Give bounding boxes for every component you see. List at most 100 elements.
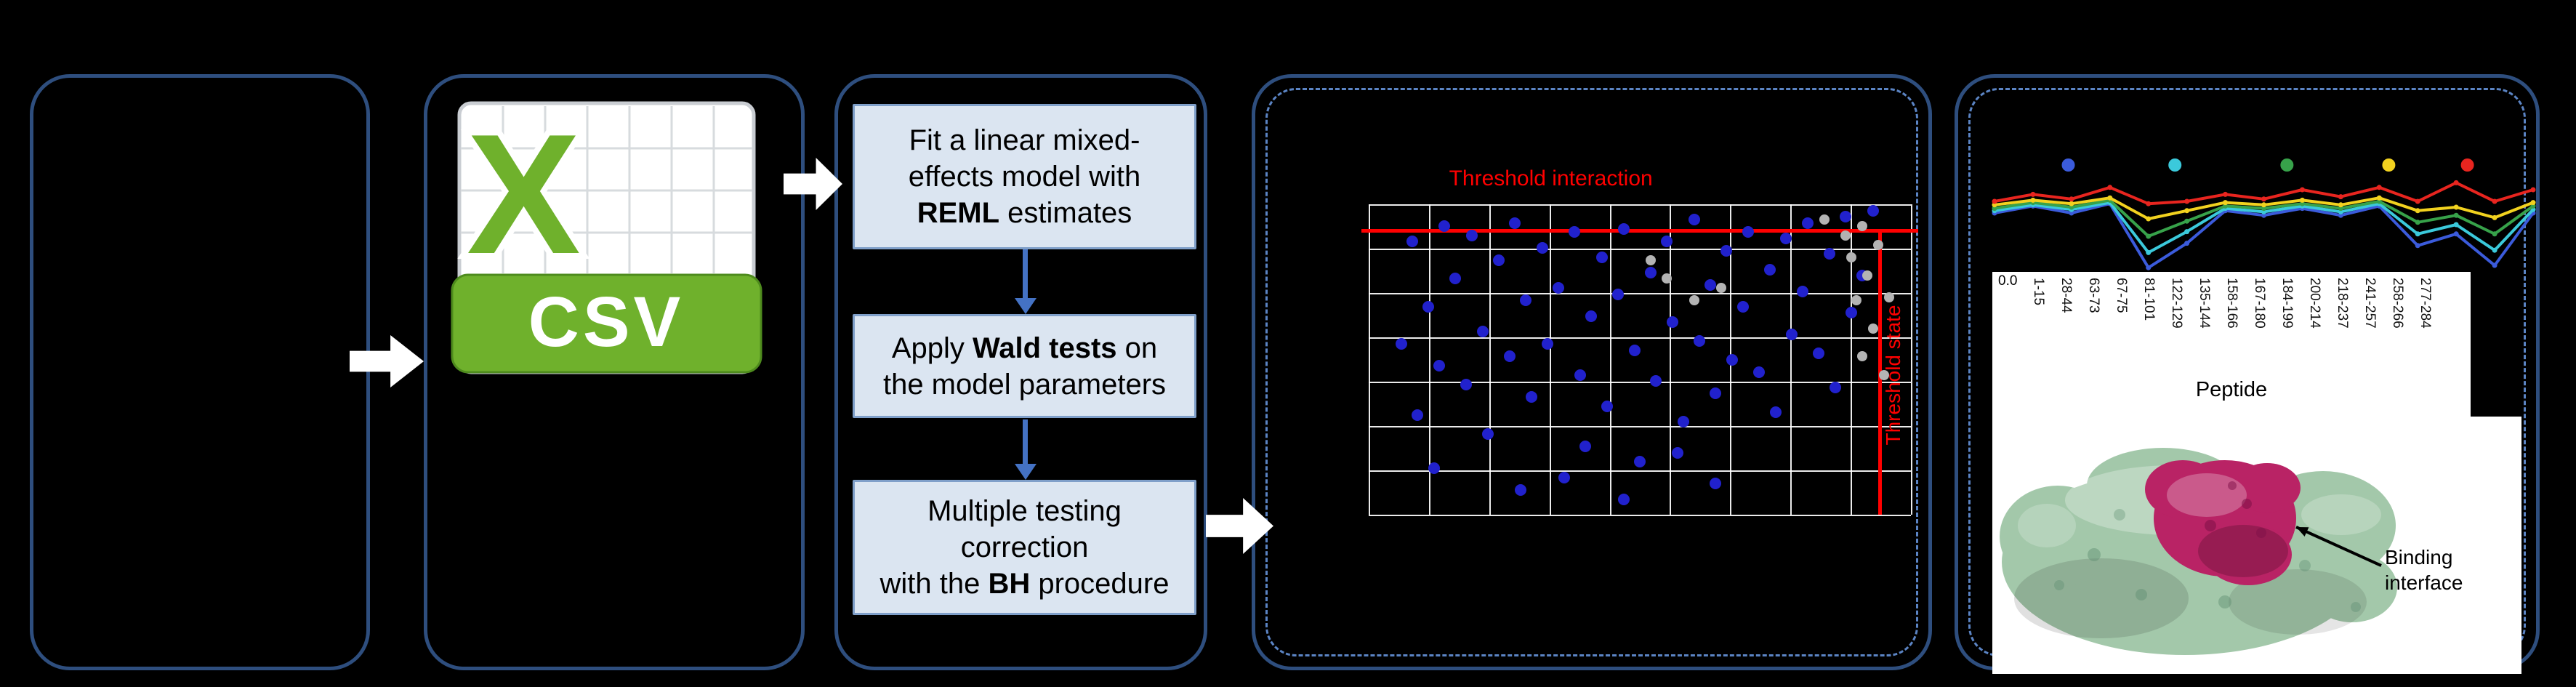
binding-interface-label-line1: Binding — [2385, 546, 2453, 569]
step-text-line: with the BH procedure — [880, 568, 1170, 600]
scatter-point — [1856, 351, 1867, 362]
uptake-series-marker — [2069, 201, 2074, 206]
uptake-series-marker — [2415, 198, 2420, 204]
scatter-point — [1465, 229, 1478, 241]
uptake-series-marker — [2530, 200, 2536, 206]
uptake-series-marker — [2376, 185, 2382, 190]
grid-line — [1369, 470, 1911, 472]
uptake-series-marker — [2146, 201, 2152, 206]
peptide-tick-label: 63-73 — [2086, 278, 2101, 313]
protein-structure-box: Binding interface — [1992, 417, 2521, 674]
scatter-point — [1509, 217, 1521, 229]
uptake-series-marker — [2530, 203, 2536, 209]
scatter-point — [1460, 378, 1473, 390]
excel-x-logo: X — [467, 98, 581, 289]
uptake-series-marker — [2492, 231, 2497, 237]
uptake-series-marker — [2299, 197, 2305, 203]
peptide-tick-label: 122-129 — [2169, 278, 2184, 329]
grid-line — [1369, 382, 1911, 383]
x-axis-title: Peptide — [2195, 378, 2268, 401]
scatter-point — [1595, 251, 1608, 263]
legend-dot-icon — [2382, 158, 2396, 172]
uptake-series-marker — [2376, 195, 2382, 201]
scatter-point — [1769, 406, 1782, 419]
uptake-series-marker — [2338, 209, 2343, 214]
spreadsheet-grid — [461, 106, 752, 273]
scatter-point — [1689, 295, 1699, 306]
uptake-series-marker — [1992, 198, 1997, 204]
scatter-point — [1862, 270, 1873, 281]
scatter-point — [1840, 211, 1852, 223]
protein-structure-image — [2000, 448, 2397, 655]
scatter-point — [1433, 360, 1445, 372]
scatter-point — [1503, 350, 1516, 363]
uptake-series-marker — [2453, 212, 2459, 218]
scatter-point — [1867, 323, 1878, 334]
input-data-panel — [30, 74, 370, 670]
scatter-point — [1493, 254, 1505, 266]
scatter-point — [1753, 366, 1766, 378]
peptide-tick-label: 200-214 — [2307, 278, 2322, 329]
scatter-point — [1851, 295, 1862, 306]
threshold-state-label: Threshold state — [1882, 305, 1904, 446]
uptake-series-marker — [2223, 200, 2229, 206]
step-text-line: Apply Wald tests on — [891, 332, 1158, 364]
uptake-series-marker — [2184, 198, 2190, 204]
scatter-point — [1645, 254, 1656, 265]
peptide-tick-label: 218-237 — [2335, 278, 2350, 329]
uptake-series-marker — [2069, 210, 2074, 216]
step-text-line: Multiple testing — [927, 495, 1122, 527]
scatter-point — [1736, 300, 1749, 313]
scatter-point — [1802, 217, 1814, 229]
scatter-point — [1677, 415, 1689, 427]
peptide-tick-label: 1-15 — [2031, 278, 2046, 306]
scatter-point — [1520, 294, 1532, 307]
uptake-series-marker — [2492, 262, 2497, 268]
scatter-point — [1662, 273, 1673, 284]
uptake-series-marker — [2530, 187, 2536, 193]
scatter-point — [1819, 214, 1830, 225]
scatter-point — [1628, 344, 1641, 356]
csv-file-panel: X CSV — [424, 74, 805, 670]
uptake-series-marker — [2492, 247, 2497, 253]
binding-interface-label-line2: interface — [2385, 571, 2463, 594]
legend-dot-icon — [2460, 158, 2474, 172]
y-axis-tick-label: 0.0 — [1998, 273, 2018, 289]
scatter-point — [1672, 446, 1684, 459]
uptake-series-marker — [2261, 196, 2266, 202]
grid-line — [1851, 204, 1853, 515]
annotation-arrow-icon — [2295, 526, 2382, 567]
scatter-point — [1813, 347, 1825, 359]
scatter-point — [1438, 220, 1451, 232]
threshold-interaction-label: Threshold interaction — [1449, 166, 1653, 190]
grid-line — [1790, 204, 1792, 515]
uptake-series-marker — [2184, 218, 2190, 224]
legend-dot-icon — [2280, 158, 2294, 172]
scatter-point — [1796, 285, 1808, 297]
peptide-tick-label: 28-44 — [2058, 278, 2074, 313]
grid-line — [1670, 204, 1672, 515]
uptake-series-marker — [2261, 206, 2266, 212]
scatter-point — [1840, 230, 1851, 241]
scatter-point — [1617, 223, 1630, 236]
uptake-series-marker — [2261, 212, 2266, 218]
step-text-line: REML estimates — [917, 197, 1132, 229]
csv-file-icon: X CSV — [451, 92, 762, 374]
scatter-point — [1710, 478, 1722, 490]
uptake-series-marker — [2299, 201, 2305, 206]
grid-line — [1489, 204, 1491, 515]
peptide-tick-label: 81-101 — [2141, 278, 2157, 321]
uptake-series-marker — [2453, 180, 2459, 185]
peptide-tick-label: 135-144 — [2197, 278, 2212, 329]
down-arrow-1-head-icon — [1015, 298, 1037, 314]
scatter-point — [1617, 493, 1630, 505]
uptake-series-marker — [2030, 191, 2036, 197]
scatter-point — [1704, 279, 1716, 292]
uptake-series-marker — [2415, 208, 2420, 214]
scatter-point — [1634, 456, 1646, 468]
uptake-series-marker — [2146, 216, 2152, 222]
